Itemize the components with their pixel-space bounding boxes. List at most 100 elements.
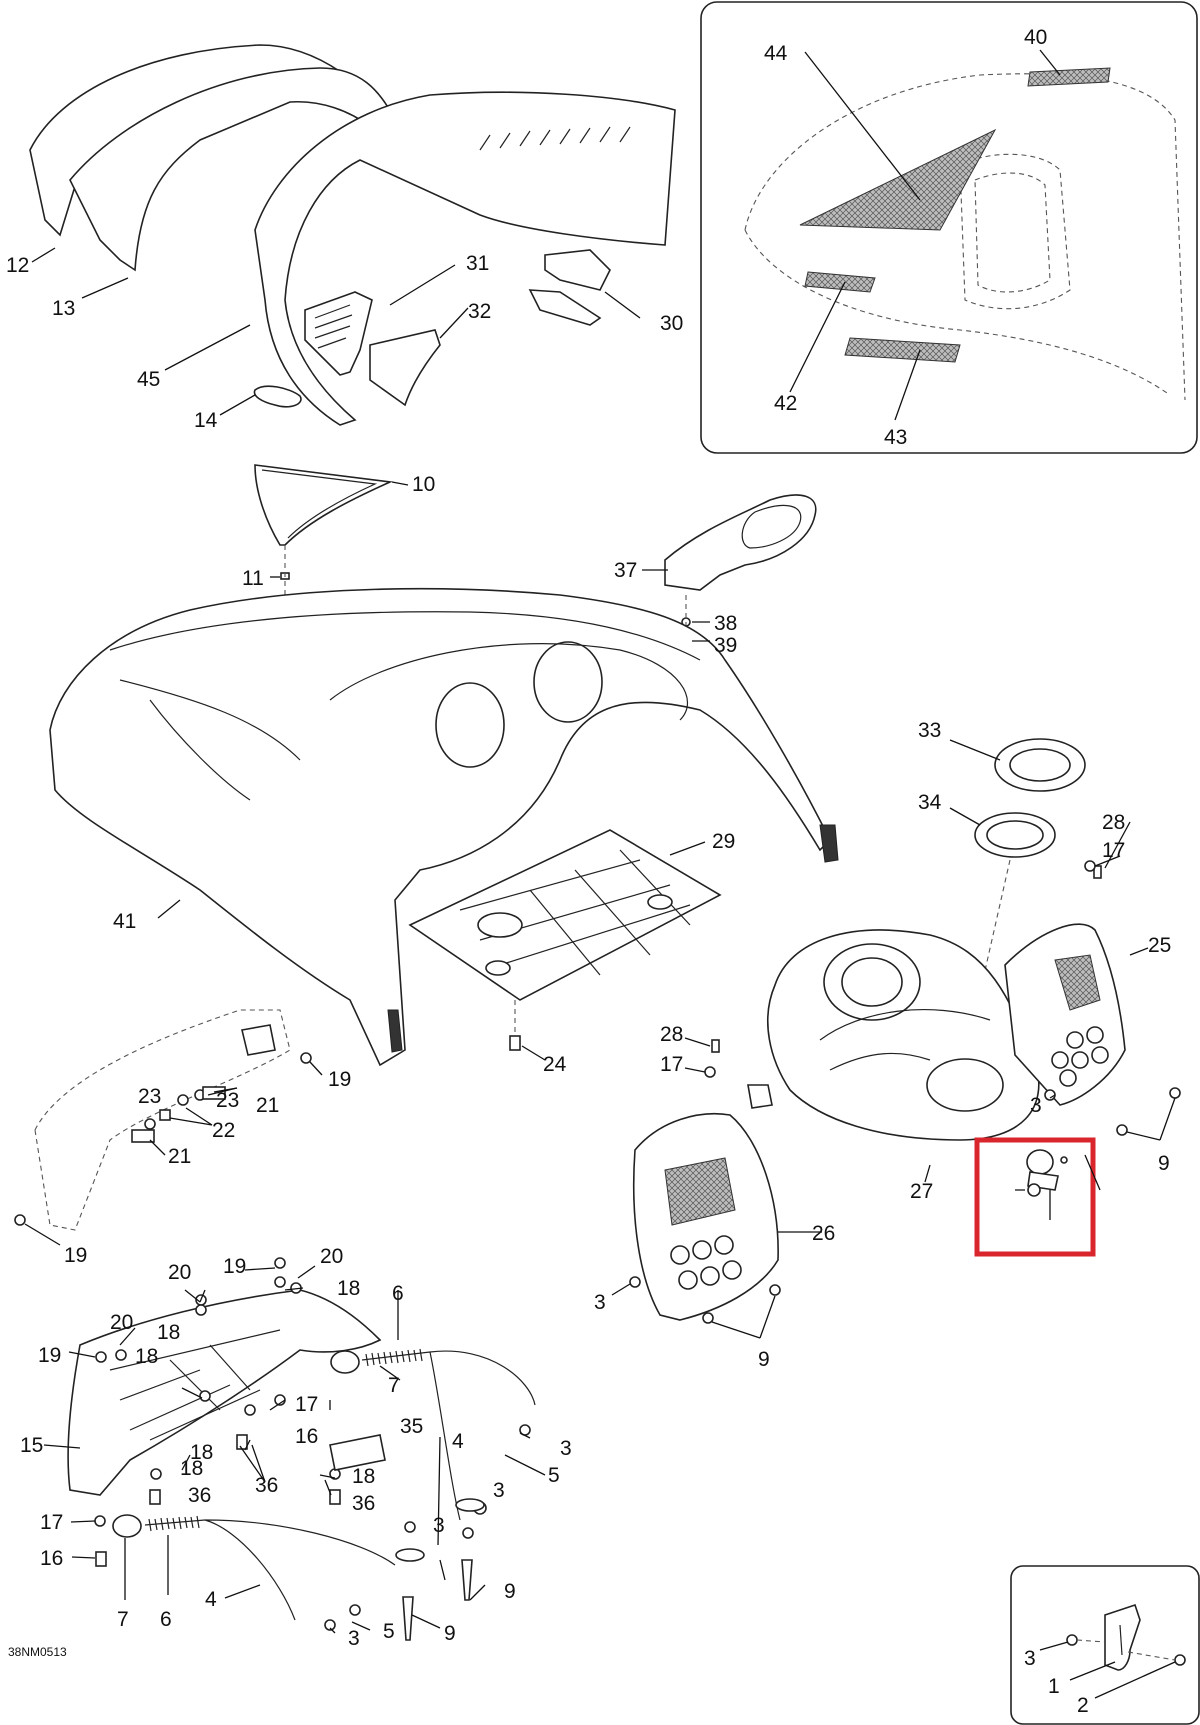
callout-9-lanyard-bottom: 9 [444, 1622, 456, 1645]
inset-top-right [700, 1, 1198, 454]
washer-17a [1084, 860, 1096, 872]
body-41-vent-right [819, 824, 839, 863]
callout-28-lower: 28 [660, 1023, 683, 1046]
callout-36-c: 36 [352, 1492, 375, 1515]
callout-39: 39 [714, 634, 737, 657]
handle-fasteners [94, 1257, 341, 1567]
washer-23a [177, 1094, 189, 1106]
callout-7-lower: 7 [117, 1608, 129, 1631]
callout-21-lower: 21 [168, 1145, 191, 1168]
callout-16-lower: 16 [40, 1547, 63, 1570]
callout-40: 40 [1024, 26, 1047, 49]
callout-9-panel26: 9 [758, 1348, 770, 1371]
washer-3b [629, 1276, 641, 1288]
cable-4b [204, 1519, 396, 1621]
inset-bracket-slot [1119, 1624, 1123, 1656]
callout-30: 30 [660, 312, 683, 335]
callout-3-inset: 3 [1024, 1647, 1036, 1670]
panel-26-mesh [664, 1157, 736, 1226]
callout-6-upper: 6 [392, 1282, 404, 1305]
callout-35: 35 [400, 1415, 423, 1438]
inset-hull-outline [744, 73, 1186, 401]
panel-25-holes [1051, 1026, 1109, 1087]
inset-axis [1076, 1639, 1176, 1661]
callout-41: 41 [113, 910, 136, 933]
lanyard-group [112, 1348, 536, 1641]
rivet-9a [1169, 1087, 1181, 1099]
callout-31: 31 [466, 252, 489, 275]
callout-17-lower-left: 17 [40, 1511, 63, 1534]
callout-16-upper: 16 [295, 1425, 318, 1448]
screw-28b [711, 1039, 720, 1053]
callout-29: 29 [712, 830, 735, 853]
callout-12: 12 [6, 254, 29, 277]
mirror-37 [664, 494, 817, 591]
bracket-30 [544, 249, 611, 291]
callout-38: 38 [714, 612, 737, 635]
hood-panel-45 [254, 91, 676, 426]
callout-1-inset: 1 [1048, 1675, 1060, 1698]
callout-26: 26 [812, 1222, 835, 1245]
tray-group [408, 829, 722, 1051]
hood-panel-45-ridges [479, 126, 631, 151]
callout-19-lower: 19 [64, 1244, 87, 1267]
callout-19-handle-left: 19 [38, 1344, 61, 1367]
callout-28-upper: 28 [1102, 811, 1125, 834]
callout-34: 34 [918, 791, 942, 814]
callout-18-e: 18 [180, 1457, 203, 1480]
trim-30b [528, 289, 602, 326]
console-27-tab [747, 1084, 773, 1109]
rivet-9-right [461, 1559, 473, 1601]
callout-10: 10 [412, 473, 435, 496]
body-41-console [329, 643, 689, 721]
screw-24 [509, 1035, 521, 1051]
console-27-opening [926, 1058, 1004, 1112]
callout-9-console: 9 [1158, 1152, 1170, 1175]
rivet-9b [1116, 1124, 1128, 1136]
callout-5-lower: 5 [383, 1620, 395, 1643]
inset-frame [700, 1, 1198, 454]
bumper-block [241, 1024, 276, 1056]
mirror-37-glass [741, 504, 802, 549]
rivet-9c [769, 1284, 781, 1296]
callout-18-f: 18 [352, 1465, 375, 1488]
ring-7a [330, 1350, 360, 1374]
ring-nut-33-inner [1009, 748, 1071, 782]
highlight-screw [1060, 1156, 1068, 1164]
callout-20-b: 20 [320, 1245, 343, 1268]
callout-23-left: 23 [138, 1085, 161, 1108]
gasket-34-inner [986, 820, 1044, 850]
side-panels-group [29, 44, 676, 426]
panel-25-mesh [1054, 954, 1101, 1011]
highlight-washer [1027, 1183, 1041, 1197]
grille-31-slats [314, 304, 353, 349]
tray-29-hole-3 [485, 960, 511, 976]
washer-17b [704, 1066, 716, 1078]
callout-27: 27 [910, 1180, 933, 1203]
gauge-hole-right [533, 641, 603, 723]
console-group [747, 929, 1040, 1141]
callout-20-c: 20 [110, 1311, 133, 1334]
callout-18-a: 18 [337, 1277, 360, 1300]
callout-5-upper: 5 [548, 1464, 560, 1487]
inset-washer-3 [1066, 1634, 1078, 1646]
mesh-44 [799, 128, 997, 231]
tray-29-ribs [459, 849, 691, 976]
callout-7-upper: 7 [388, 1374, 400, 1397]
ring-group [957, 738, 1086, 1091]
body-41 [49, 587, 831, 1067]
grab-handle-15-ribs [109, 1329, 281, 1441]
callout-4-upper: 4 [452, 1430, 464, 1453]
callout-3-lanyard-low: 3 [433, 1514, 445, 1537]
callout-6-lower: 6 [160, 1608, 172, 1631]
callout-45: 45 [137, 368, 160, 391]
clip-14 [253, 385, 302, 408]
rivet-9-left [402, 1596, 414, 1641]
windshield-10 [254, 464, 393, 546]
callout-37: 37 [614, 559, 637, 582]
callout-19-handle-top: 19 [223, 1255, 246, 1278]
windshield-10-edge [261, 469, 378, 539]
callout-19-bumper: 19 [328, 1068, 351, 1091]
callout-15: 15 [20, 1434, 43, 1457]
